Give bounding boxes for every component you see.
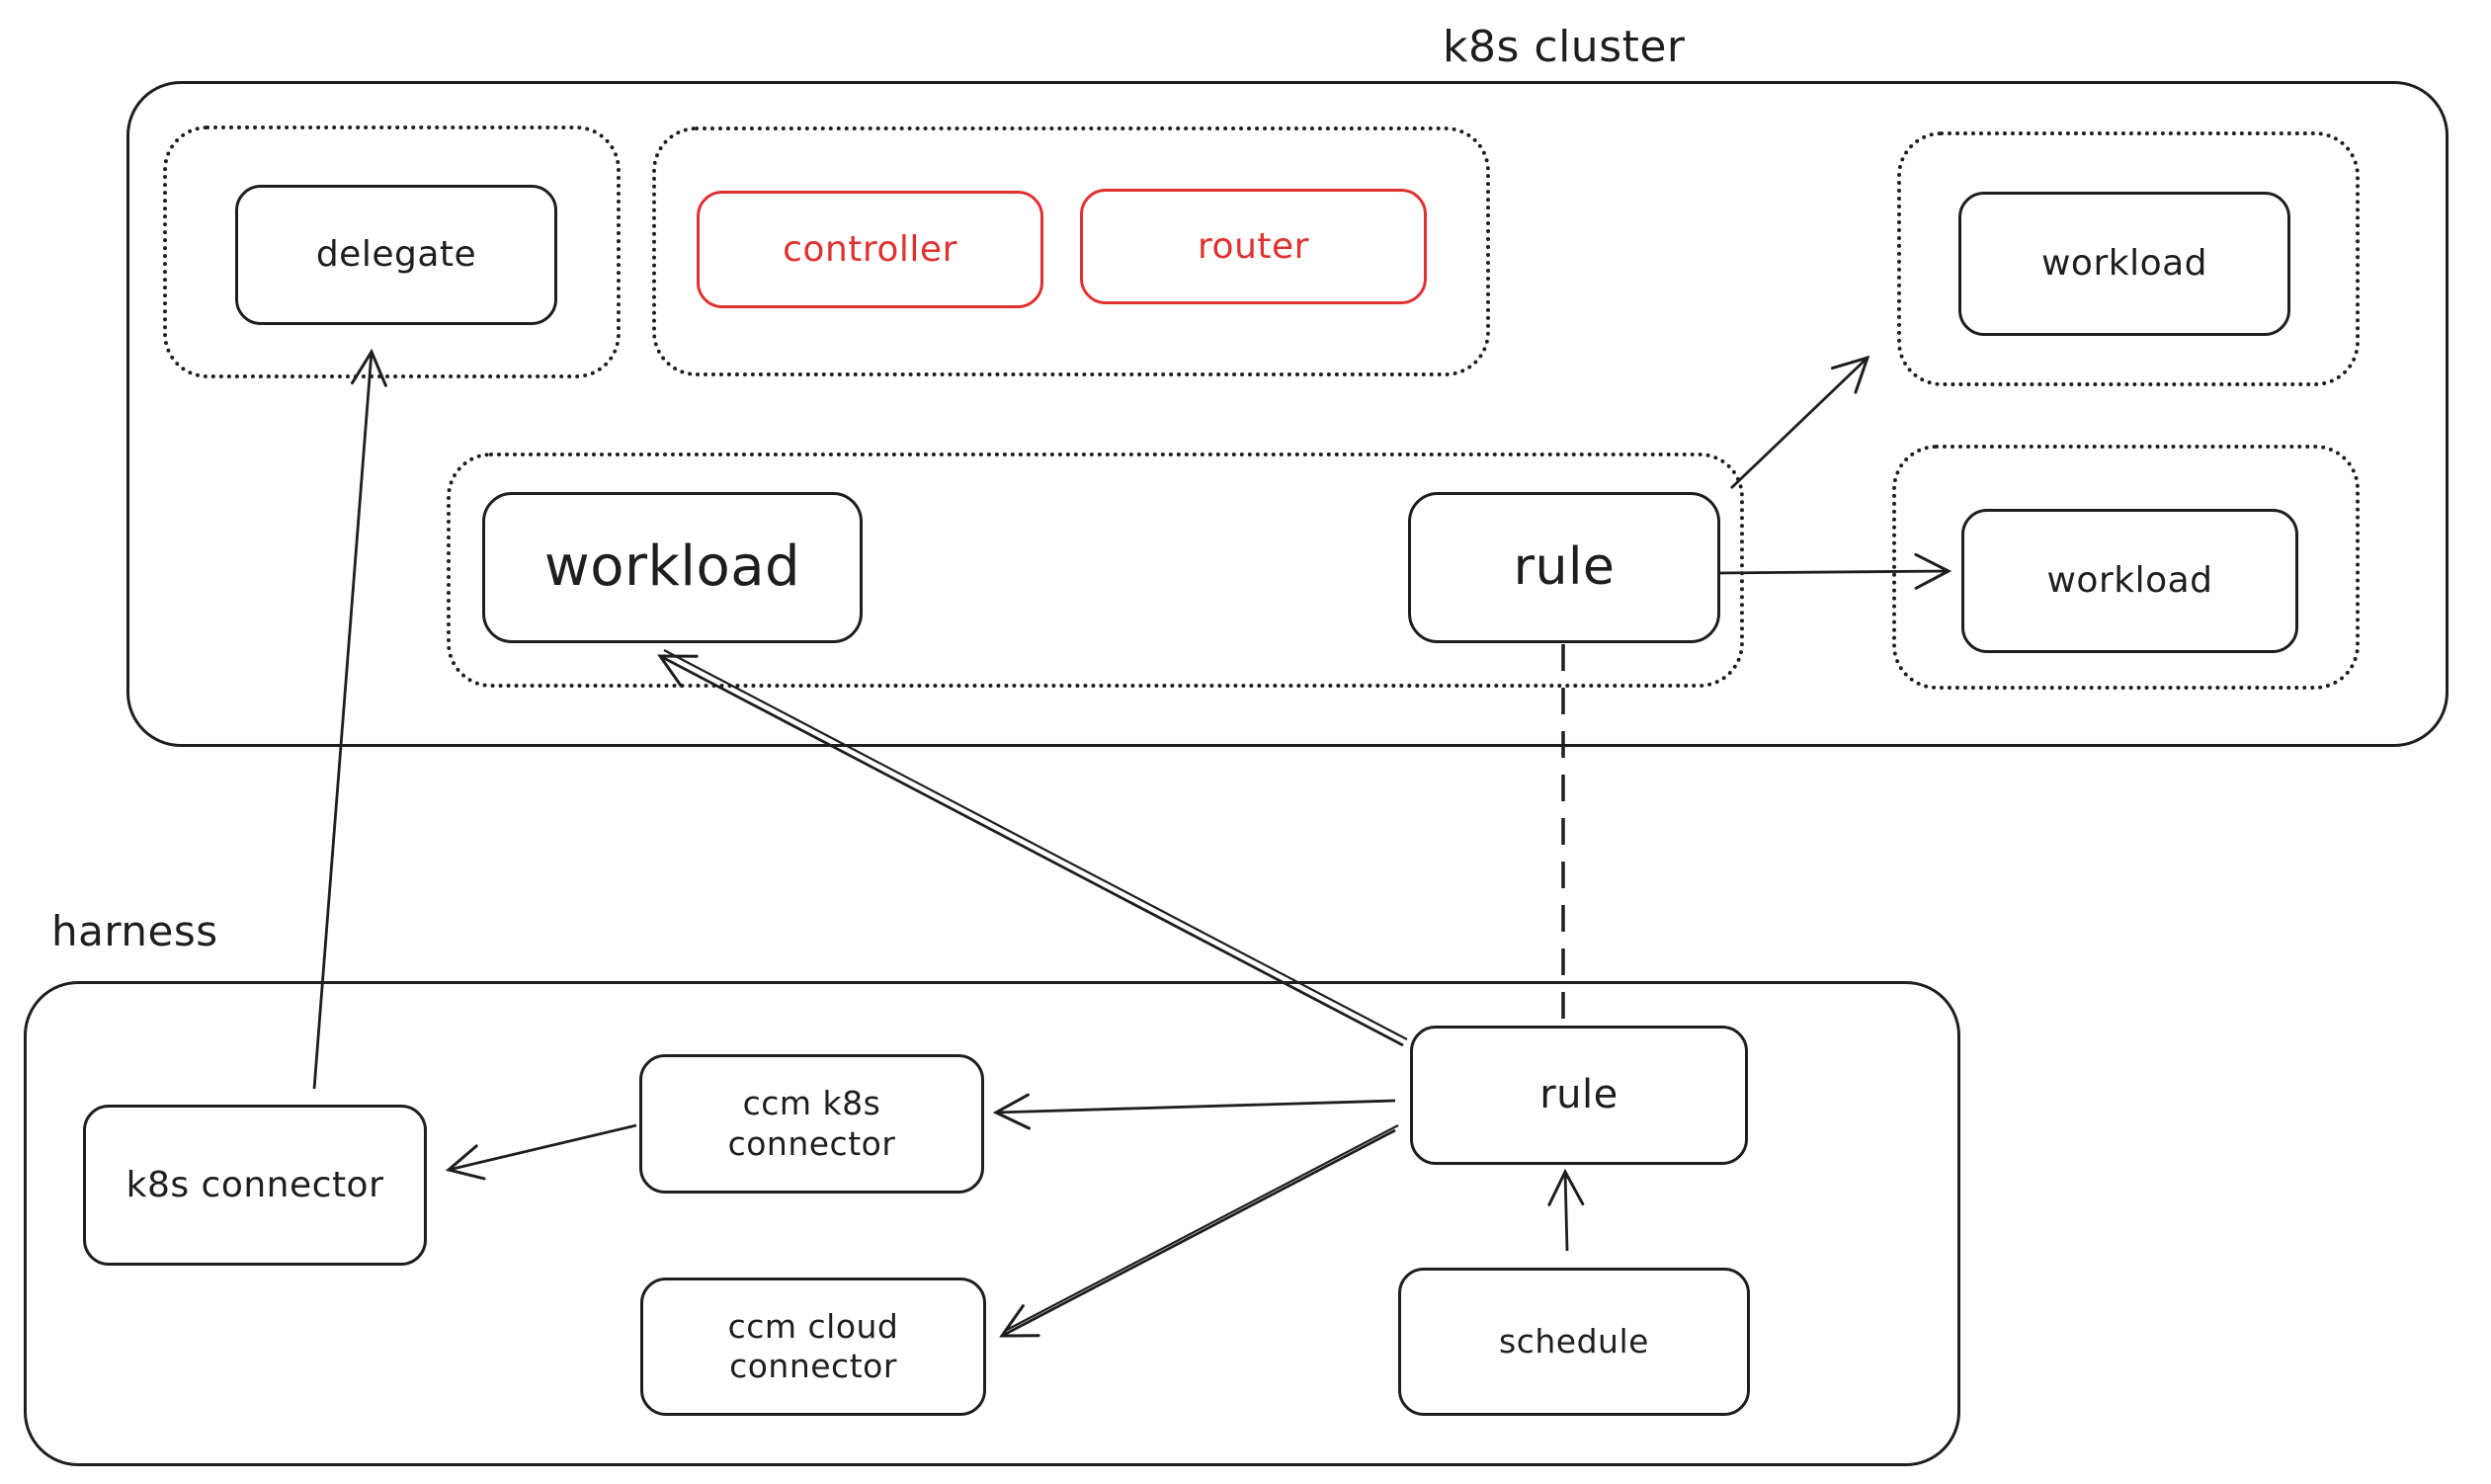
schedule-label: schedule xyxy=(1499,1321,1649,1360)
rule-k8s-node[interactable]: rule xyxy=(1408,492,1720,643)
rule-harness-label: rule xyxy=(1539,1072,1619,1118)
ccm-cloud-connector-label: ccm cloud connector xyxy=(727,1306,899,1385)
arrow-rule-to-ccm-cloud-connector[interactable] xyxy=(999,1124,1399,1338)
ccm-cloud-connector-node[interactable]: ccm cloud connector xyxy=(640,1278,986,1416)
k8s-cluster-container[interactable] xyxy=(126,81,2449,747)
delegate-group[interactable] xyxy=(163,125,621,378)
router-node[interactable]: router xyxy=(1080,189,1427,304)
k8s-cluster-label: k8s cluster xyxy=(1443,22,1686,72)
ccm-k8s-connector-label: ccm k8s connector xyxy=(727,1084,896,1163)
controller-router-group[interactable] xyxy=(652,126,1490,376)
arrow-rule-to-ccm-k8s-connector[interactable] xyxy=(992,1093,1396,1130)
workload-top-right-label: workload xyxy=(2040,243,2208,285)
workload-main-label: workload xyxy=(543,535,801,600)
delegate-label: delegate xyxy=(315,234,477,276)
arrow-harness-rule-to-workload[interactable] xyxy=(657,649,1408,1047)
harness-label: harness xyxy=(51,907,218,955)
workload-top-right-node[interactable]: workload xyxy=(1958,192,2290,336)
controller-label: controller xyxy=(783,228,957,270)
ccm-k8s-connector-node[interactable]: ccm k8s connector xyxy=(639,1054,984,1194)
schedule-node[interactable]: schedule xyxy=(1398,1268,1750,1416)
router-label: router xyxy=(1198,225,1309,267)
arrow-rule-to-workload-top-right[interactable] xyxy=(1730,355,1870,490)
workload-right-node[interactable]: workload xyxy=(1961,509,2298,653)
arrow-schedule-to-rule[interactable] xyxy=(1547,1168,1585,1252)
harness-container[interactable] xyxy=(24,981,1960,1466)
arrow-k8s-connector-to-delegate[interactable] xyxy=(312,348,387,1090)
k8s-connector-label: k8s connector xyxy=(125,1164,384,1205)
workload-main-node[interactable]: workload xyxy=(482,492,863,643)
workload-right-group[interactable] xyxy=(1892,445,2360,690)
workload-right-label: workload xyxy=(2046,560,2213,602)
arrow-rule-to-workload-right[interactable] xyxy=(1716,552,1952,590)
delegate-node[interactable]: delegate xyxy=(235,185,557,325)
rule-k8s-label: rule xyxy=(1513,536,1616,597)
workload-rule-group[interactable] xyxy=(447,453,1744,688)
k8s-connector-node[interactable]: k8s connector xyxy=(83,1105,427,1266)
rule-harness-node[interactable]: rule xyxy=(1410,1026,1748,1165)
arrow-ccm-k8s-to-k8s-connector[interactable] xyxy=(445,1123,637,1181)
workload-top-right-group[interactable] xyxy=(1897,131,2360,386)
controller-node[interactable]: controller xyxy=(697,191,1043,308)
